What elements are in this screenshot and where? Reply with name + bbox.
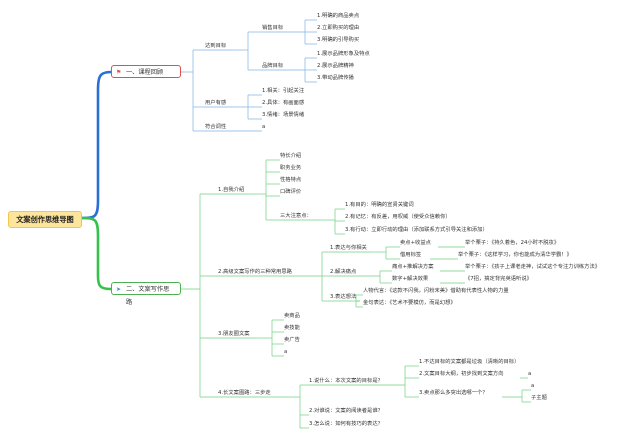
root-branch-bottom <box>79 216 112 291</box>
node-moments-item[interactable]: a <box>284 349 288 355</box>
node-goal[interactable]: 达到目标 <box>205 43 227 49</box>
node-express-idea[interactable]: 3.表达想法 <box>330 294 357 300</box>
node-how[interactable]: 3.怎么说：如何有技巧的表达？ <box>309 421 383 427</box>
node-point-item[interactable]: 3.有行动：立即行动的理由（添加联系方式引导关注和添加） <box>345 227 488 233</box>
node-subtopic[interactable]: 子主题 <box>531 395 547 401</box>
node-methods[interactable]: 2.高级文案写作的三种常用思路 <box>218 269 292 275</box>
branch-course-review[interactable]: ⚑ 一、课程回顾 <box>111 65 181 78</box>
node-sales-item[interactable]: 3.明确的引导购买 <box>317 37 360 43</box>
node-point-item[interactable]: 2.有记忆：有反差，用权威（使受众信赖你） <box>345 214 451 220</box>
node-intro-item[interactable]: 性格特点 <box>280 177 302 183</box>
node-brand-item[interactable]: 2.展示品牌精神 <box>317 63 354 69</box>
node-tone[interactable]: 符合调性 <box>205 124 227 130</box>
node-moments-item[interactable]: 卖广告 <box>284 337 300 343</box>
node-idea-item[interactable]: 人物代言：《这款不闪我，闪粉末美》借助有代表性人物的力量 <box>363 288 509 294</box>
root-node[interactable]: 文案创作思维导图 <box>8 211 82 228</box>
node-example[interactable]: 《7招，搞定背完英语听说》 <box>465 276 532 282</box>
node-selling-point[interactable]: 卖点+收益点 <box>400 240 431 246</box>
branch-writing-ideas[interactable]: ➤ 二、文案写作思路 <box>111 282 181 306</box>
node-what-item[interactable]: 1.不达目标的文案都是垃圾（清晰的目标） <box>419 359 520 365</box>
flag-icon: ⚑ <box>116 69 122 76</box>
node-self-intro[interactable]: 1.自我介绍 <box>218 187 245 193</box>
node-three-points[interactable]: 三大注意点： <box>280 213 312 219</box>
node-pain-solution[interactable]: 痛点+推解决方案 <box>392 264 434 270</box>
node-number-effect[interactable]: 数字+解决效果 <box>392 276 429 282</box>
node-brand-goal[interactable]: 品牌目标 <box>262 63 284 69</box>
node-tone-child[interactable]: a <box>262 124 266 130</box>
node-to-whom[interactable]: 2.对谁说：文案的阅读者是谁？ <box>309 408 383 414</box>
node-sales-item[interactable]: 2.立即购买的理由 <box>317 25 360 31</box>
node-what-child[interactable]: a <box>531 383 535 389</box>
node-brand-item[interactable]: 1.展示品牌形象及特点 <box>317 51 370 57</box>
node-say-what[interactable]: 1.说什么：本次文案的目标是？ <box>309 378 383 384</box>
branch-course-review-label: 一、课程回顾 <box>126 69 164 76</box>
node-what-child[interactable]: a <box>528 371 532 377</box>
node-user-item[interactable]: 2.具体：有画面感 <box>262 100 305 106</box>
node-sales-item[interactable]: 1.明确的商品卖点 <box>317 13 360 19</box>
node-brand-item[interactable]: 3.带动品牌传播 <box>317 75 354 81</box>
node-express[interactable]: 1.表达与你相关 <box>330 245 367 251</box>
node-user-item[interactable]: 3.情绪：场景情绪 <box>262 112 305 118</box>
node-borrow-tag[interactable]: 借用标签 <box>400 252 422 258</box>
node-moments[interactable]: 3.朋友圈文案 <box>218 331 250 337</box>
node-intro-item[interactable]: 职务业务 <box>280 165 302 171</box>
node-idea-item[interactable]: 金句表达：《艺术不要模仿，而是幻想》 <box>363 300 456 306</box>
node-long-copy[interactable]: 4.长文案图路：三步走 <box>218 390 271 396</box>
branch-writing-ideas-label: 二、文案写作思路 <box>126 286 170 306</box>
node-moments-item[interactable]: 卖技能 <box>284 325 300 331</box>
node-sales-goal[interactable]: 销售目标 <box>262 25 284 31</box>
node-intro-item[interactable]: 特长介绍 <box>280 153 302 159</box>
node-user-feel[interactable]: 用户有感 <box>205 100 227 106</box>
node-point-item[interactable]: 1.有目的：明确的宣贤关键词 <box>345 202 414 208</box>
root-branch-top <box>79 70 112 220</box>
node-user-item[interactable]: 1.相关：引起关注 <box>262 88 305 94</box>
node-intro-item[interactable]: 口碑评价 <box>280 189 302 195</box>
node-example[interactable]: 举个栗子：《持久着色，24小时不脱妆》 <box>465 240 560 246</box>
node-what-item[interactable]: 3.卖点那么多突出选哪一个？ <box>419 390 488 396</box>
node-example[interactable]: 举个栗子：《孩子上课老走神，试试这个专注力训练方法》 <box>465 264 601 270</box>
node-what-item[interactable]: 2.文案目标大纲，初步找到文案方向 <box>419 371 504 377</box>
send-icon: ➤ <box>116 286 122 293</box>
node-example[interactable]: 举个栗子：《这样学习，你也能成为清华学霸！》 <box>458 252 572 258</box>
node-moments-item[interactable]: 卖商品 <box>284 313 300 319</box>
node-pain-point[interactable]: 2.解决痛点 <box>330 269 357 275</box>
